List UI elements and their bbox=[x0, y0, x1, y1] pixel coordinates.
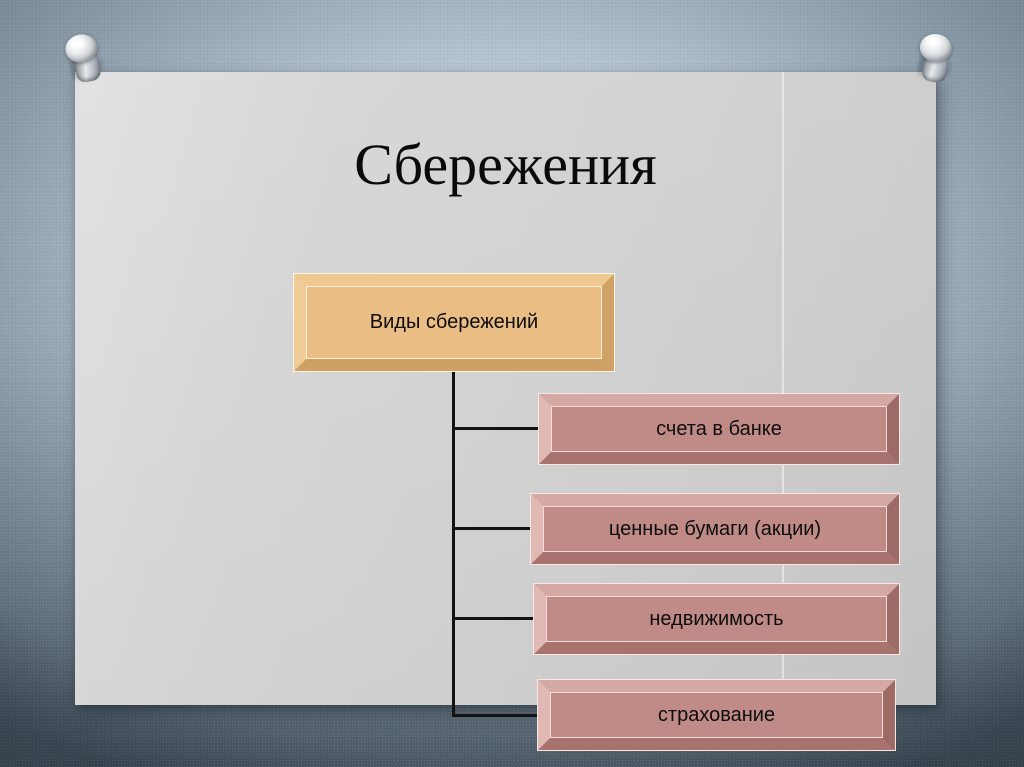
node-face bbox=[550, 692, 883, 738]
node-face bbox=[543, 506, 887, 552]
bevel-left-edge bbox=[293, 273, 306, 372]
bevel-top-edge bbox=[538, 393, 900, 406]
connector-branch-4 bbox=[452, 714, 539, 717]
node-label: Виды сбережений bbox=[369, 311, 539, 333]
diagram-node-root[interactable]: Виды сбережений bbox=[293, 273, 615, 372]
node-label: ценные бумаги (акции) bbox=[608, 517, 822, 540]
node-label: страхование bbox=[657, 703, 776, 726]
bevel-top-edge bbox=[293, 273, 615, 286]
node-face bbox=[546, 596, 887, 642]
node-label: недвижимость bbox=[649, 607, 784, 630]
bevel-left-edge bbox=[537, 679, 550, 751]
bevel-bottom-edge bbox=[530, 552, 900, 565]
bevel-top-edge bbox=[533, 583, 900, 596]
node-face bbox=[306, 286, 602, 359]
connector-branch-2 bbox=[452, 527, 532, 530]
bevel-right-edge bbox=[883, 679, 896, 751]
bevel-right-edge bbox=[887, 393, 900, 465]
bevel-left-edge bbox=[533, 583, 546, 655]
bevel-left-edge bbox=[538, 393, 551, 465]
bevel-right-edge bbox=[887, 583, 900, 655]
bevel-bottom-edge bbox=[533, 642, 900, 655]
bevel-bottom-edge bbox=[293, 359, 615, 372]
diagram-node-securities[interactable]: ценные бумаги (акции) bbox=[530, 493, 900, 565]
diagram-node-bank-accounts[interactable]: счета в банке bbox=[538, 393, 900, 465]
connector-branch-3 bbox=[452, 617, 535, 620]
diagram-node-insurance[interactable]: страхование bbox=[537, 679, 896, 751]
bevel-right-edge bbox=[602, 273, 615, 372]
node-label: счета в банке bbox=[656, 417, 782, 440]
node-face bbox=[551, 406, 887, 452]
slide-panel: Сбережения Виды сбережений счета в банке bbox=[75, 72, 936, 751]
bevel-left-edge bbox=[530, 493, 543, 565]
diagram-node-real-estate[interactable]: недвижимость bbox=[533, 583, 900, 655]
pushpin-icon-right bbox=[903, 26, 967, 95]
page-title: Сбережения bbox=[354, 132, 657, 197]
bevel-top-edge bbox=[530, 493, 900, 506]
bevel-top-edge bbox=[537, 679, 896, 692]
connector-vertical bbox=[452, 372, 455, 717]
bevel-bottom-edge bbox=[537, 738, 896, 751]
bevel-right-edge bbox=[887, 493, 900, 565]
bevel-bottom-edge bbox=[538, 452, 900, 465]
connector-branch-1 bbox=[452, 427, 540, 430]
